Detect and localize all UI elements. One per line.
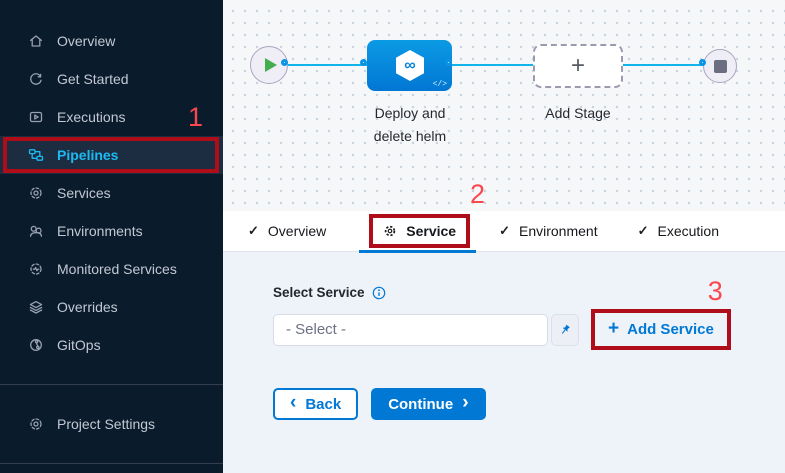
info-icon[interactable] — [372, 286, 386, 300]
stage-node-deploy[interactable]: ∞ </> — [367, 40, 452, 91]
select-service-row: - Select - + Add Service 3 — [273, 278, 785, 350]
sidebar-item-get-started[interactable]: Get Started — [0, 60, 223, 98]
sidebar-item-label: Overrides — [57, 299, 118, 315]
connector-port — [360, 59, 367, 66]
overrides-layers-icon — [29, 300, 43, 314]
back-button[interactable]: ‹ Back — [273, 388, 359, 420]
sidebar-item-label: Monitored Services — [57, 261, 177, 277]
sidebar-nav: Overview Get Started Executions Pipeline… — [0, 0, 223, 364]
annotation-box-step3: + Add Service — [591, 309, 731, 350]
flow-connector — [287, 64, 369, 66]
sidebar-item-label: Overview — [57, 33, 116, 49]
play-icon — [265, 58, 277, 72]
chevron-right-icon: › — [462, 392, 469, 413]
main-content: ∞ </> + Deploy and delete helm Add Stage… — [223, 0, 785, 473]
sidebar-item-pipelines[interactable]: Pipelines — [0, 136, 223, 174]
tab-label: Service — [406, 223, 457, 239]
add-service-button[interactable]: + Add Service — [608, 318, 714, 339]
sidebar-item-overview[interactable]: Overview — [0, 22, 223, 60]
add-service-label: Add Service — [627, 321, 714, 338]
stop-icon — [713, 59, 727, 73]
monitored-services-icon — [30, 263, 42, 275]
pin-runtime-input-button[interactable] — [551, 313, 579, 346]
sidebar-item-project-settings[interactable]: Project Settings — [0, 405, 223, 443]
sidebar: Overview Get Started Executions Pipeline… — [0, 0, 223, 473]
flow-connector — [451, 64, 535, 66]
connector-port — [699, 59, 706, 66]
sidebar-item-label: Services — [57, 185, 111, 201]
sidebar-item-overrides[interactable]: Overrides — [0, 288, 223, 326]
sidebar-item-executions[interactable]: Executions — [0, 98, 223, 136]
sidebar-item-monitored-services[interactable]: Monitored Services — [0, 250, 223, 288]
add-stage-label: Add Stage — [545, 105, 611, 121]
tab-service[interactable]: Service — [383, 223, 456, 239]
environments-icon — [29, 225, 43, 237]
executions-icon — [29, 111, 43, 123]
flow-connector — [621, 64, 707, 66]
check-icon: ✓ — [499, 223, 510, 238]
select-service-label: Select Service — [273, 285, 365, 300]
sidebar-item-label: Executions — [57, 109, 126, 125]
tab-overview[interactable]: ✓ Overview — [248, 223, 326, 239]
code-icon: </> — [432, 80, 447, 89]
tab-label: Overview — [267, 223, 327, 239]
plus-icon: + — [570, 52, 585, 79]
home-icon — [29, 35, 43, 47]
pipelines-icon — [28, 149, 44, 161]
select-service-label-row: Select Service — [273, 285, 785, 300]
pipeline-canvas: ∞ </> + Deploy and delete helm Add Stage… — [223, 0, 785, 211]
annotation-number-step3: 3 — [707, 276, 723, 306]
check-icon: ✓ — [248, 223, 259, 238]
annotation-number-step2: 2 — [470, 179, 486, 209]
pin-icon — [561, 324, 570, 334]
tab-execution[interactable]: ✓ Execution — [638, 223, 719, 239]
check-icon: ✓ — [637, 223, 649, 238]
pipeline-end-node — [703, 49, 737, 83]
sidebar-item-label: Project Settings — [57, 416, 156, 432]
sidebar-item-label: Pipelines — [57, 147, 119, 163]
sidebar-item-label: GitOps — [57, 337, 101, 353]
wizard-buttons-row: ‹ Back Continue › — [273, 388, 785, 420]
annotation-number-step1: 1 — [188, 102, 204, 132]
connector-port — [445, 59, 452, 66]
gitops-icon — [30, 339, 42, 351]
sidebar-item-environments[interactable]: Environments — [0, 212, 223, 250]
restart-icon — [30, 73, 42, 85]
service-select-dropdown[interactable]: - Select - — [273, 313, 548, 346]
add-stage-node[interactable]: + — [533, 44, 623, 88]
annotation-box-step2: Service — [359, 214, 477, 253]
sidebar-divider — [0, 384, 223, 385]
continue-button[interactable]: Continue › — [371, 388, 486, 420]
back-button-label: Back — [305, 395, 342, 413]
tab-environment[interactable]: ✓ Environment — [499, 223, 598, 239]
tab-label: Execution — [657, 223, 719, 239]
sidebar-item-services[interactable]: Services — [0, 174, 223, 212]
chevron-left-icon: ‹ — [290, 392, 297, 413]
sidebar-item-gitops[interactable]: GitOps — [0, 326, 223, 364]
gear-icon — [30, 418, 42, 430]
pipeline-start-node — [250, 46, 288, 84]
stage-tabbar: ✓ Overview Service ✓ Environment ✓ Execu… — [223, 211, 785, 253]
plus-icon: + — [608, 318, 620, 339]
connector-port — [281, 59, 288, 66]
continue-button-label: Continue — [388, 395, 454, 413]
harness-cd-icon: ∞ — [396, 50, 424, 81]
sidebar-divider — [0, 463, 223, 464]
stage-name-label: Deploy and delete helm — [373, 105, 447, 144]
service-panel: Select Service - Select - + Add Service — [223, 252, 785, 473]
sidebar-item-label: Environments — [57, 223, 143, 239]
service-select-value: - Select - — [286, 321, 347, 338]
sidebar-item-label: Get Started — [57, 71, 129, 87]
services-gear-icon — [30, 187, 42, 199]
tab-label: Environment — [519, 223, 598, 239]
active-tab-underline — [359, 250, 477, 253]
gear-icon — [385, 225, 396, 237]
annotation-box-step3-wrap: + Add Service 3 — [591, 278, 731, 350]
